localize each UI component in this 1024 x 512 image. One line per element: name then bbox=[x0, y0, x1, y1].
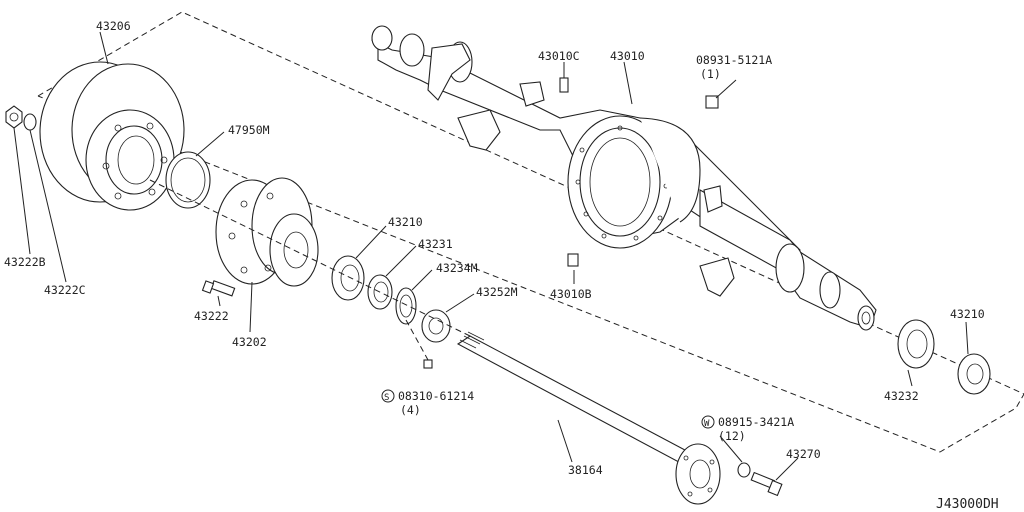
bearing-43210-right[interactable] bbox=[957, 353, 991, 395]
symbol-W-08915: W bbox=[701, 415, 715, 429]
bearing-43210-left[interactable] bbox=[331, 255, 365, 301]
label-43206: 43206 bbox=[96, 19, 131, 33]
label-38164: 38164 bbox=[568, 463, 603, 477]
plate-43234M[interactable] bbox=[395, 287, 417, 325]
svg-text:S: S bbox=[384, 393, 389, 403]
label-08310: 08310-61214 bbox=[398, 389, 474, 403]
label-43202: 43202 bbox=[232, 335, 267, 349]
leader-lines bbox=[13, 31, 969, 481]
axle-shaft[interactable] bbox=[456, 331, 721, 505]
brake-drum[interactable] bbox=[39, 61, 185, 211]
label-43010C: 43010C bbox=[538, 49, 580, 63]
qty-08310: (4) bbox=[400, 403, 421, 417]
screw-08310[interactable] bbox=[423, 359, 433, 369]
seal-47950M[interactable] bbox=[165, 151, 211, 209]
label-43222C: 43222C bbox=[44, 283, 86, 297]
assembly-boundary-dashed bbox=[37, 11, 1024, 453]
label-43252M: 43252M bbox=[476, 285, 518, 299]
washer-08915[interactable] bbox=[737, 462, 751, 478]
qty-08931: (1) bbox=[700, 67, 721, 81]
svg-text:W: W bbox=[704, 419, 710, 429]
label-43010B: 43010B bbox=[550, 287, 592, 301]
label-43222B: 43222B bbox=[4, 255, 46, 269]
seal-43252M[interactable] bbox=[421, 309, 451, 343]
label-43210-right: 43210 bbox=[950, 307, 985, 321]
qty-08915: (12) bbox=[718, 429, 746, 443]
seal-43232[interactable] bbox=[897, 319, 935, 369]
label-08915: 08915-3421A bbox=[718, 415, 794, 429]
wheel-hub[interactable] bbox=[215, 177, 319, 287]
wheel-nut-43222C[interactable] bbox=[23, 113, 37, 131]
assembly-axis-screw bbox=[405, 319, 429, 361]
label-43234M: 43234M bbox=[436, 261, 478, 275]
diagram-code: J43000DH bbox=[936, 497, 999, 512]
wheel-stud[interactable] bbox=[201, 280, 236, 297]
label-43231: 43231 bbox=[418, 237, 453, 251]
label-47950M: 47950M bbox=[228, 123, 270, 137]
label-43210-left: 43210 bbox=[388, 215, 423, 229]
wheel-nut-43222B[interactable] bbox=[5, 105, 23, 129]
label-43270: 43270 bbox=[786, 447, 821, 461]
label-43222: 43222 bbox=[194, 309, 229, 323]
label-43232: 43232 bbox=[884, 389, 919, 403]
symbol-S-08310: S bbox=[381, 389, 395, 403]
bolt-43270[interactable] bbox=[750, 471, 783, 497]
axle-housing[interactable] bbox=[371, 25, 877, 331]
label-43010: 43010 bbox=[610, 49, 645, 63]
label-08931: 08931-5121A bbox=[696, 53, 772, 67]
